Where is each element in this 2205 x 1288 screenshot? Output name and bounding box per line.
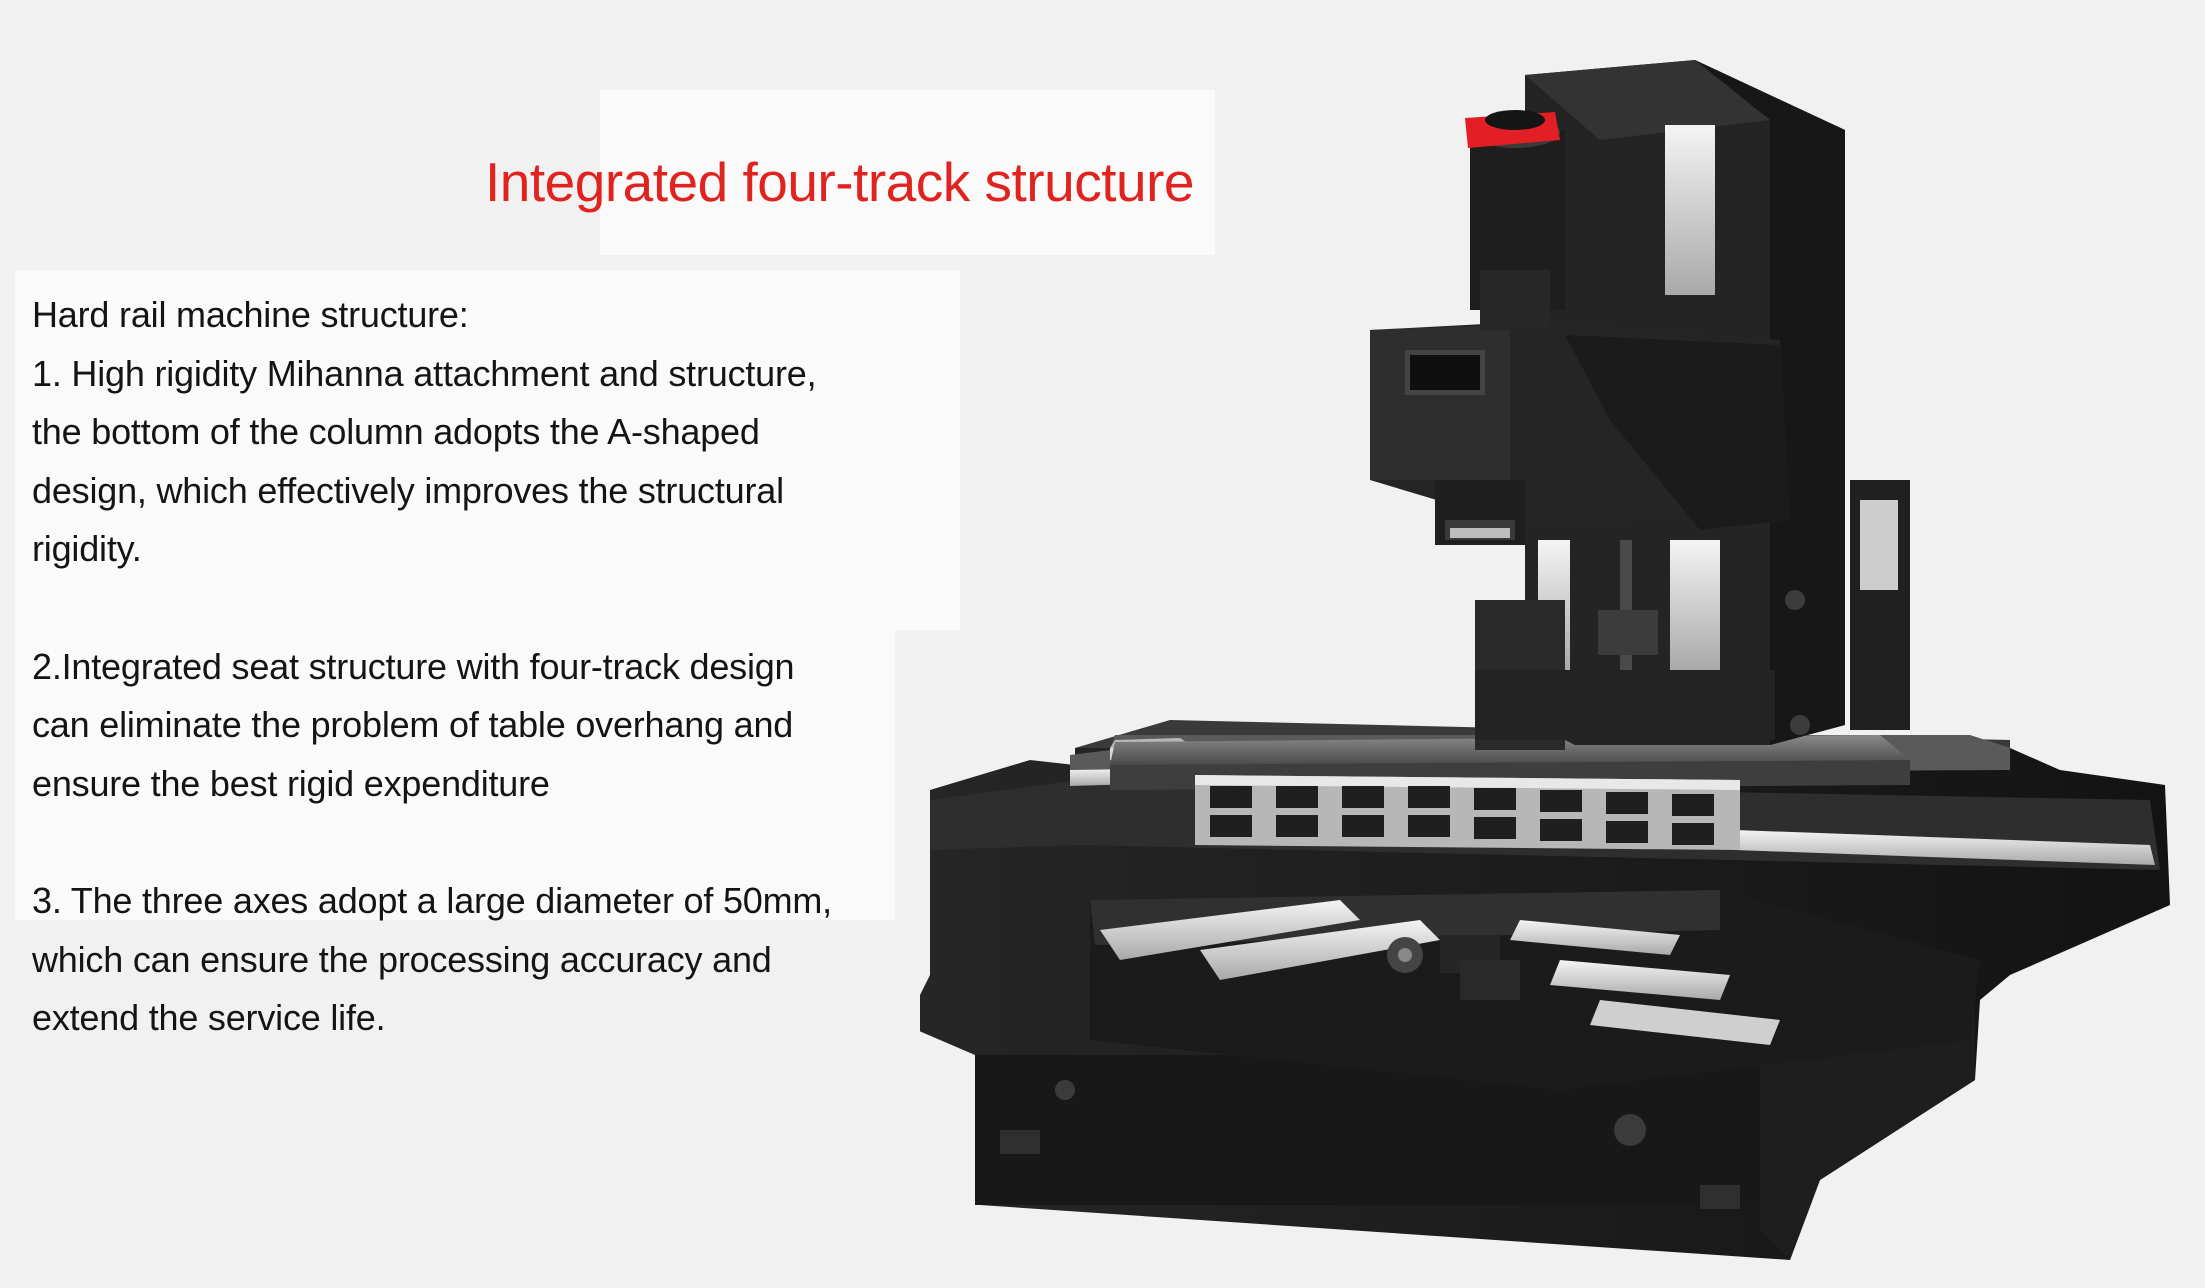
text-backdrop [15,270,960,630]
machining-center-image [920,60,2170,1260]
point-3-line: 3. The three axes adopt a large diameter… [32,879,832,921]
point-2-line: can eliminate the problem of table overh… [32,704,794,746]
paragraph-spacer [32,813,952,872]
spindle-head [1370,320,1790,545]
structure-description: Hard rail machine structure: 1. High rig… [32,286,952,1048]
description-heading: Hard rail machine structure: [32,294,469,335]
point-3-line: extend the service life. [32,997,386,1039]
inner-trough [1090,890,1980,1090]
text-backdrop-lower [15,630,895,920]
paragraph-spacer [32,579,952,638]
point-3-line: which can ensure the processing accuracy… [32,938,772,980]
point-1-line: rigidity. [32,528,142,570]
point-2-line: 2.Integrated seat structure with four-tr… [32,645,795,687]
point-1-line: design, which effectively improves the s… [32,469,784,511]
title-backdrop [600,90,1215,255]
page-title: Integrated four-track structure [485,151,1194,213]
point-2-line: ensure the best rigid expenditure [32,762,550,804]
spindle-motor [1465,110,1565,330]
point-1-line: 1. High rigidity Mihanna attachment and … [32,352,817,394]
point-1-line: the bottom of the column adopts the A-sh… [32,411,760,453]
